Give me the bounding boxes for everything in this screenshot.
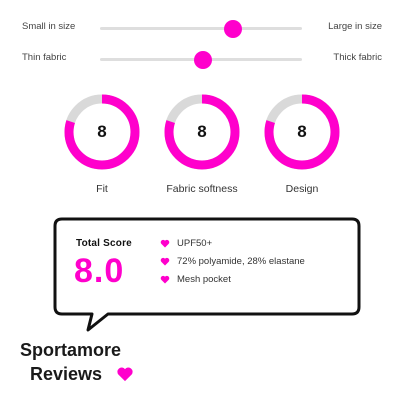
- feature-item: UPF50+: [160, 238, 305, 256]
- fabric-softness-rating-value: 8: [197, 122, 207, 141]
- brand-name: Sportamore: [20, 340, 122, 360]
- size-slider-thumb: [224, 20, 243, 38]
- fabric-ring-fill: [164, 94, 240, 170]
- fit-ring-fill: [64, 94, 140, 170]
- fabric-slider-row: Thin fabric Thick fabric: [0, 48, 400, 70]
- heart-icon: [160, 275, 170, 284]
- design-rating-label: Design: [285, 183, 319, 195]
- fabric-slider-max-label: Thick fabric: [333, 52, 382, 63]
- heart-icon: [160, 257, 170, 266]
- fabric-slider-thumb: [194, 51, 213, 69]
- size-slider-min-label: Small in size: [22, 21, 76, 32]
- heart-icon: [117, 367, 133, 382]
- brand-subtitle: Reviews: [30, 364, 103, 384]
- feature-item: 72% polyamide, 28% elastane: [160, 256, 305, 274]
- total-score-value: 8.0: [74, 252, 125, 290]
- heart-icon: [160, 239, 170, 248]
- fabric-softness-rating-ring: 8: [162, 92, 242, 172]
- fit-rating-value: 8: [97, 122, 107, 141]
- size-slider-max-label: Large in size: [328, 21, 382, 32]
- fabric-slider-track: [100, 51, 302, 69]
- feature-item: Mesh pocket: [160, 274, 305, 292]
- feature-text: UPF50+: [177, 238, 213, 249]
- total-score-title: Total Score: [76, 238, 132, 249]
- size-slider-row: Small in size Large in size: [0, 17, 400, 39]
- design-rating-ring: 8: [262, 92, 342, 172]
- fit-rating-ring: 8: [62, 92, 142, 172]
- design-rating-value: 8: [297, 122, 307, 141]
- fabric-softness-rating-label: Fabric softness: [166, 183, 238, 195]
- size-slider-track: [100, 20, 302, 38]
- feature-text: Mesh pocket: [177, 274, 231, 285]
- feature-text: 72% polyamide, 28% elastane: [177, 256, 305, 267]
- feature-list: UPF50+ 72% polyamide, 28% elastane Mesh …: [160, 238, 305, 292]
- design-ring-fill: [264, 94, 340, 170]
- fabric-slider-min-label: Thin fabric: [22, 52, 67, 63]
- fit-rating-label: Fit: [96, 183, 108, 195]
